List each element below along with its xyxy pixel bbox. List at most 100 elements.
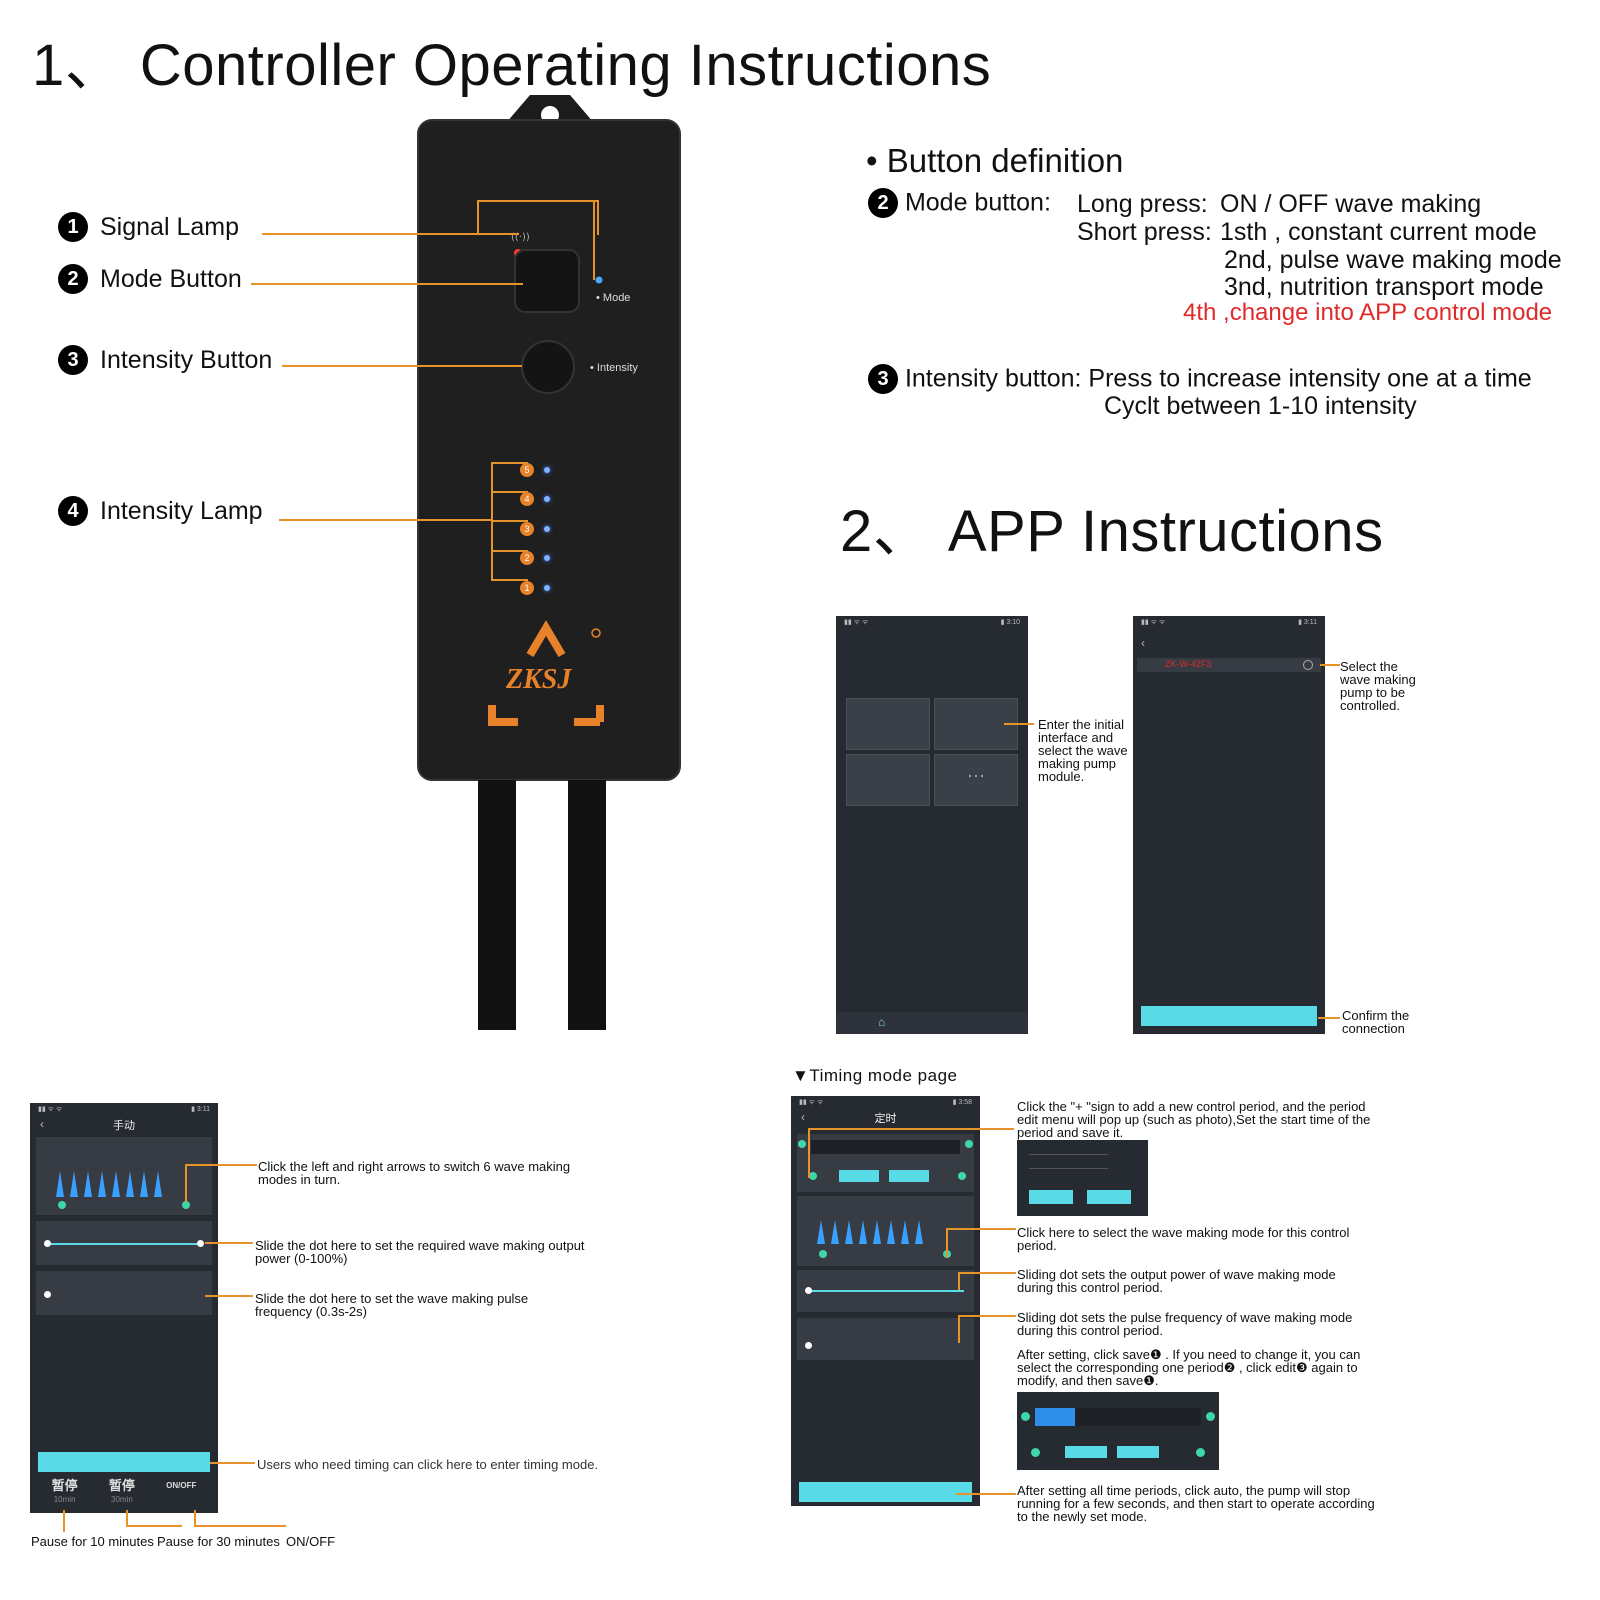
device-list-item[interactable]: ZK-W-42F3 bbox=[1137, 658, 1321, 672]
remove-period-icon[interactable] bbox=[958, 1172, 966, 1180]
module-tile-3[interactable] bbox=[846, 754, 930, 806]
save-button[interactable] bbox=[839, 1170, 879, 1182]
led-1: 1 bbox=[520, 573, 560, 603]
back-icon[interactable]: ‹ bbox=[1141, 636, 1145, 650]
arrow-phone2-select bbox=[1320, 664, 1340, 666]
timing-mode-button[interactable] bbox=[38, 1452, 210, 1472]
arrow-manual-3 bbox=[205, 1295, 253, 1297]
arrow-onoff-h bbox=[194, 1525, 286, 1527]
leader-bracket-signal bbox=[477, 200, 599, 235]
definition-heading: • Button definition bbox=[866, 142, 1124, 179]
note-timing-3: Sliding dot sets the output power of wav… bbox=[1017, 1267, 1336, 1295]
note-manual-2: Slide the dot here to set the required w… bbox=[255, 1238, 585, 1266]
controller-device-image: ((·)) bbox=[417, 95, 681, 1030]
prev-period-icon[interactable] bbox=[798, 1140, 806, 1148]
status-bar: ▮▮ ᯤ ᯤ▮ 3:11 bbox=[38, 1106, 210, 1113]
leader-line-signal bbox=[262, 233, 519, 235]
select-radio[interactable] bbox=[1303, 660, 1313, 670]
edit-button[interactable] bbox=[1117, 1446, 1159, 1458]
phone-home-screen: ▮▮ ᯤ ᯤ▮ 3:10 ··· ⌂ bbox=[836, 616, 1028, 1034]
next-period-icon[interactable] bbox=[965, 1140, 973, 1148]
wave-graph bbox=[56, 1171, 190, 1209]
bottom-nav: ⌂ bbox=[836, 1012, 1028, 1034]
arrow-timing-2 bbox=[946, 1228, 1016, 1230]
power-slider-end[interactable] bbox=[197, 1240, 204, 1247]
frequency-slider-dot[interactable] bbox=[805, 1342, 812, 1349]
device-intensity-label: • Intensity bbox=[590, 362, 638, 374]
led-column: 5 4 3 2 1 bbox=[520, 455, 560, 603]
back-icon[interactable]: ‹ bbox=[801, 1110, 805, 1124]
remove-period-icon[interactable] bbox=[1196, 1448, 1205, 1457]
home-icon[interactable]: ⌂ bbox=[878, 1015, 886, 1029]
note-phone2-select: Select the wave making pump to be contro… bbox=[1340, 659, 1416, 713]
arrow-pause-30-h bbox=[126, 1525, 182, 1527]
note-manual-4: Users who need timing can click here to … bbox=[257, 1457, 599, 1472]
phone-timing-mode: ▮▮ ᯤ ᯤ▮ 3:58 ‹ 定时 bbox=[791, 1096, 980, 1506]
period-bar-panel bbox=[797, 1134, 974, 1192]
led-2: 2 bbox=[520, 544, 560, 574]
note-timing-6: After setting all time periods, click au… bbox=[1017, 1483, 1375, 1524]
frequency-slider-dot[interactable] bbox=[44, 1291, 51, 1298]
popup-save-button[interactable] bbox=[1029, 1190, 1073, 1204]
note-manual-1: Click the left and right arrows to switc… bbox=[258, 1159, 571, 1187]
power-slider-panel[interactable] bbox=[36, 1221, 212, 1265]
svg-text:((·)): ((·)) bbox=[511, 232, 530, 243]
status-bar: ▮▮ ᯤ ᯤ▮ 3:58 bbox=[799, 1099, 972, 1106]
phone-device-list: ▮▮ ᯤ ᯤ▮ 3:11 ‹ ZK-W-42F3 bbox=[1133, 616, 1325, 1034]
short-press-value-3: 3nd, nutrition transport mode bbox=[1224, 273, 1544, 301]
power-slider-dot[interactable] bbox=[44, 1240, 51, 1247]
arrow-timing-3 bbox=[958, 1272, 1016, 1274]
arrow-timing-3-down bbox=[958, 1272, 960, 1290]
brand-logo-text: ZKSJ bbox=[506, 664, 572, 695]
section2-title: 2、 APP Instructions bbox=[840, 499, 1384, 564]
callout-number: 3 bbox=[58, 345, 88, 375]
section1-title: 1、 Controller Operating Instructions bbox=[32, 33, 992, 98]
wave-mode-panel bbox=[36, 1137, 212, 1215]
long-press-value: ON / OFF wave making bbox=[1220, 190, 1482, 218]
wave-mode-panel bbox=[797, 1196, 974, 1266]
prev-period-icon[interactable] bbox=[1021, 1412, 1030, 1421]
intensity-definition-row: 3 Intensity button: Press to increase in… bbox=[868, 364, 1532, 394]
led-5: 5 bbox=[520, 455, 560, 485]
period-edit-popup bbox=[1017, 1140, 1148, 1216]
footer-pause-30: Pause for 30 minutes bbox=[157, 1534, 280, 1549]
arrow-manual-2 bbox=[205, 1242, 253, 1244]
next-period-icon[interactable] bbox=[1206, 1412, 1215, 1421]
arrow-timing-4-down bbox=[958, 1315, 960, 1343]
popup-cancel-button[interactable] bbox=[1087, 1190, 1131, 1204]
auto-button[interactable] bbox=[799, 1482, 972, 1502]
period-timeline[interactable] bbox=[811, 1140, 960, 1154]
module-tile-more[interactable]: ··· bbox=[934, 754, 1018, 806]
edit-button[interactable] bbox=[889, 1170, 929, 1182]
footer-onoff: ON/OFF bbox=[286, 1534, 336, 1549]
arrow-timing-4 bbox=[958, 1315, 1016, 1317]
power-slider-panel[interactable] bbox=[797, 1270, 974, 1312]
mode-definition-row: 2 Mode button: bbox=[868, 188, 1051, 218]
callout-number: 1 bbox=[58, 212, 88, 242]
frequency-slider-panel[interactable] bbox=[36, 1271, 212, 1315]
long-press-key: Long press: bbox=[1077, 190, 1208, 218]
timing-title: 定时 bbox=[874, 1113, 897, 1125]
arrow-phone2-confirm bbox=[1318, 1017, 1340, 1019]
arrow-manual-1-down bbox=[185, 1164, 187, 1202]
leader-line-lamp bbox=[279, 519, 493, 521]
wave-graph bbox=[817, 1220, 951, 1258]
confirm-button[interactable] bbox=[1141, 1006, 1317, 1026]
save-button[interactable] bbox=[1065, 1446, 1107, 1458]
add-period-icon[interactable] bbox=[809, 1172, 817, 1180]
add-period-icon[interactable] bbox=[1031, 1448, 1040, 1457]
onoff-button[interactable]: ON/OFF bbox=[166, 1481, 197, 1490]
arrow-pause-30 bbox=[126, 1510, 128, 1526]
power-slider-dot[interactable] bbox=[805, 1287, 812, 1294]
frequency-slider-panel[interactable] bbox=[797, 1318, 974, 1360]
module-tile-1[interactable] bbox=[846, 698, 930, 750]
back-icon[interactable]: ‹ bbox=[40, 1117, 44, 1131]
selected-period[interactable] bbox=[1035, 1408, 1075, 1426]
